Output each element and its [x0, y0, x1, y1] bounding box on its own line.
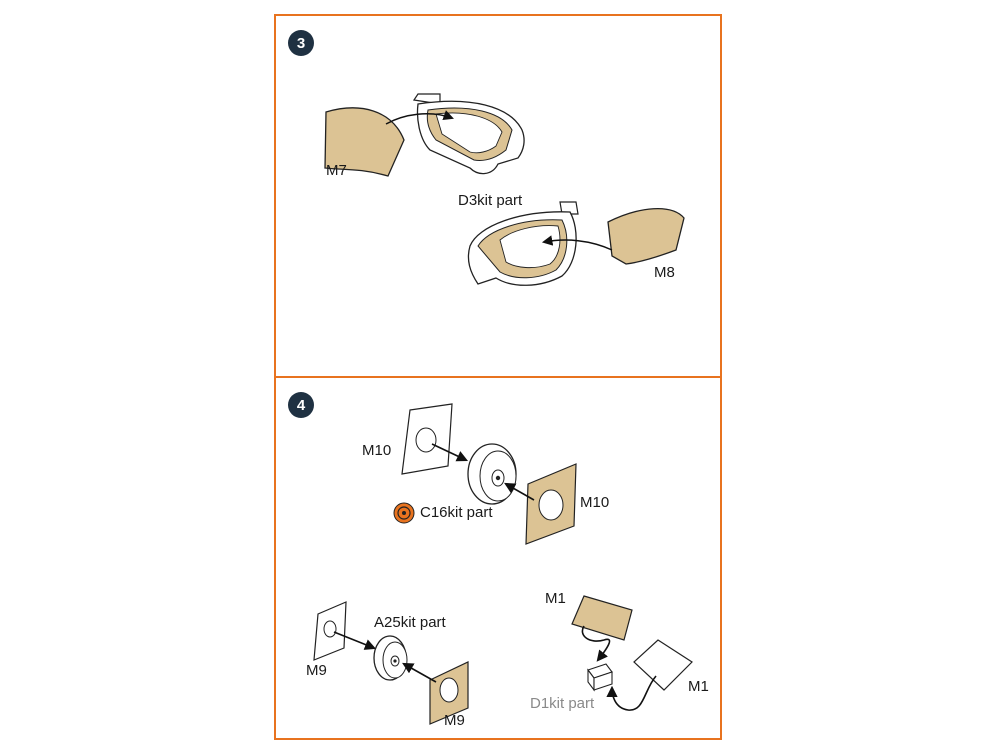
label-d3-kit-part: D3kit part — [458, 192, 523, 209]
step-3-badge: 3 — [288, 30, 314, 56]
label-m10-left: M10 — [362, 442, 392, 459]
label-d1-kit-part: D1kit part — [530, 695, 595, 712]
label-c16-kit-part: C16kit part — [420, 504, 493, 521]
label-m10-right: M10 — [580, 494, 610, 511]
label-m7: M7 — [326, 162, 347, 179]
step-4-panel: 4 — [274, 376, 722, 740]
step-4-badge: 4 — [288, 392, 314, 418]
label-m1-right: M1 — [688, 678, 709, 695]
step-3-panel: 3 — [274, 14, 722, 378]
label-m1-top: M1 — [545, 590, 566, 607]
label-m8: M8 — [654, 264, 675, 281]
label-a25-kit-part: A25kit part — [374, 614, 446, 631]
label-m9-left: M9 — [306, 662, 327, 679]
label-m9-bottom: M9 — [444, 712, 465, 729]
